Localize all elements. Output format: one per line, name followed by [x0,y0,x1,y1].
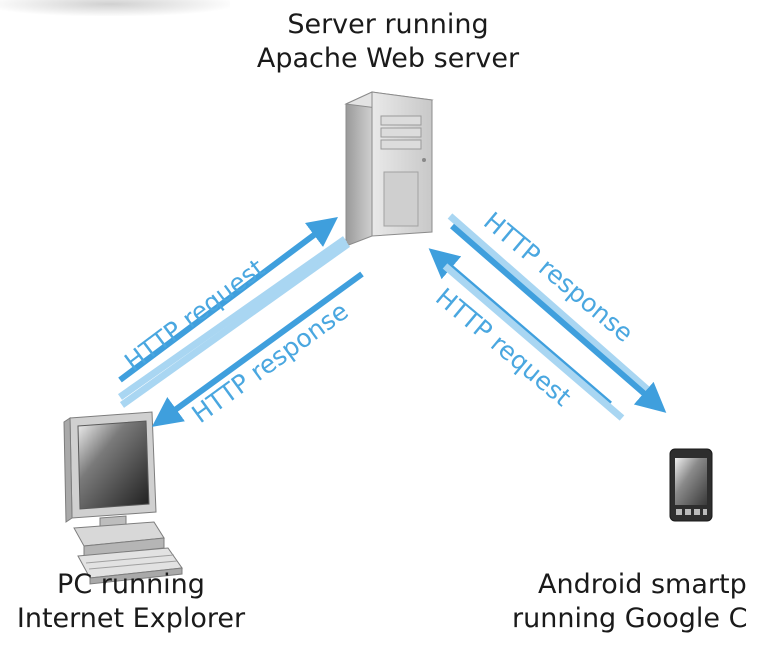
desktop-pc-icon [63,411,183,585]
server-label-line2: Apache Web server [256,43,520,74]
pc-label-line1: PC running [57,569,205,600]
phone-label-line1: Android smartp [538,569,747,600]
pc-request-arrow [118,217,339,383]
server-label-line1: Server running [287,9,489,40]
smartphone-icon [669,448,713,522]
server-tower-icon [344,91,434,247]
phone-request-label: HTTP request [430,282,577,412]
pc-response-bar-light [119,241,351,408]
phone-label-line2: running Google C [512,603,748,634]
phone-request-bar-light [442,263,625,421]
phone-response-bar-light [447,213,651,393]
pc-request-bar-light [117,236,348,400]
phone-label: Android smartp running Google C [512,568,766,636]
phone-response-arrow [450,223,667,413]
server-label: Server running Apache Web server [238,8,538,76]
pc-label-line2: Internet Explorer [16,603,246,634]
pc-response-arrow [151,271,364,427]
top-shadow [0,0,230,16]
pc-label: PC running Internet Explorer [0,568,262,636]
